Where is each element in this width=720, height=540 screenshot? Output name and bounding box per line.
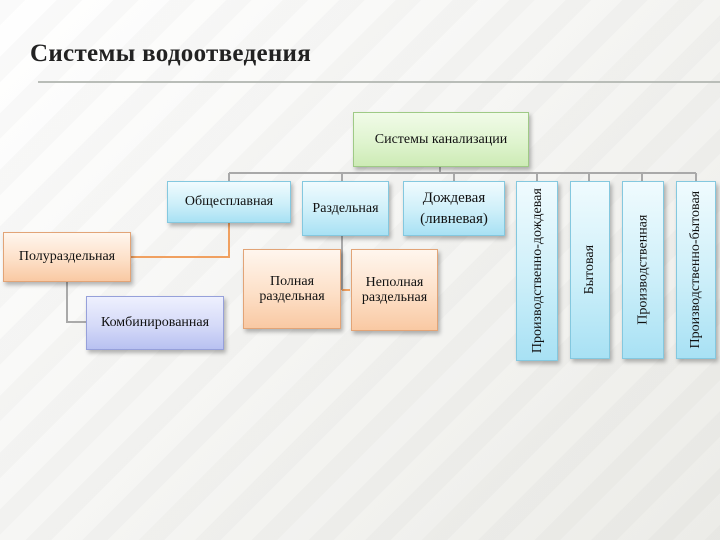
- node-nepolnaya-line2: раздельная: [361, 290, 428, 305]
- node-kombinirovannaya: Комбинированная: [86, 296, 224, 350]
- node-polnaya: Полная раздельная: [243, 249, 341, 329]
- node-kombinirovannaya-label: Комбинированная: [100, 315, 210, 331]
- node-dozhdevaya-line2: (ливневая): [420, 210, 488, 227]
- root-node-label: Системы канализации: [374, 131, 508, 147]
- node-bytovaya-label: Бытовая: [582, 245, 598, 295]
- node-proizvodstvennaya: Производственная: [622, 181, 664, 359]
- node-razdelnaya: Раздельная: [302, 181, 389, 236]
- node-bytovaya: Бытовая: [570, 181, 610, 359]
- connector-poluraz: [131, 223, 230, 258]
- node-proizv-dozhd-label: Производственно-дождевая: [529, 188, 545, 354]
- title-divider: [38, 81, 720, 83]
- node-poluraz: Полураздельная: [3, 232, 131, 282]
- slide-title: Системы водоотведения: [30, 40, 312, 67]
- node-nepolnaya: Неполная раздельная: [351, 249, 438, 331]
- node-polnaya-line1: Полная: [269, 273, 315, 289]
- node-obshchesplavnaya-label: Общесплавная: [184, 194, 274, 210]
- node-polnaya-line2: раздельная: [259, 289, 325, 304]
- node-poluraz-label: Полураздельная: [18, 249, 116, 265]
- node-obshchesplavnaya: Общесплавная: [167, 181, 291, 223]
- node-razdelnaya-label: Раздельная: [312, 200, 379, 216]
- node-proizv-dozhd: Производственно-дождевая: [516, 181, 558, 361]
- node-dozhdevaya-line1: Дождевая: [422, 190, 486, 206]
- node-dozhdevaya: Дождевая (ливневая): [403, 181, 505, 236]
- node-nepolnaya-line1: Неполная: [365, 274, 424, 290]
- root-node: Системы канализации: [353, 112, 529, 167]
- node-proizv-bytovaya-label: Производственно-бытовая: [688, 191, 704, 349]
- node-proizv-bytovaya: Производственно-бытовая: [676, 181, 716, 359]
- connector-kombinirovannaya: [66, 282, 86, 323]
- node-proizvodstvennaya-label: Производственная: [635, 214, 651, 326]
